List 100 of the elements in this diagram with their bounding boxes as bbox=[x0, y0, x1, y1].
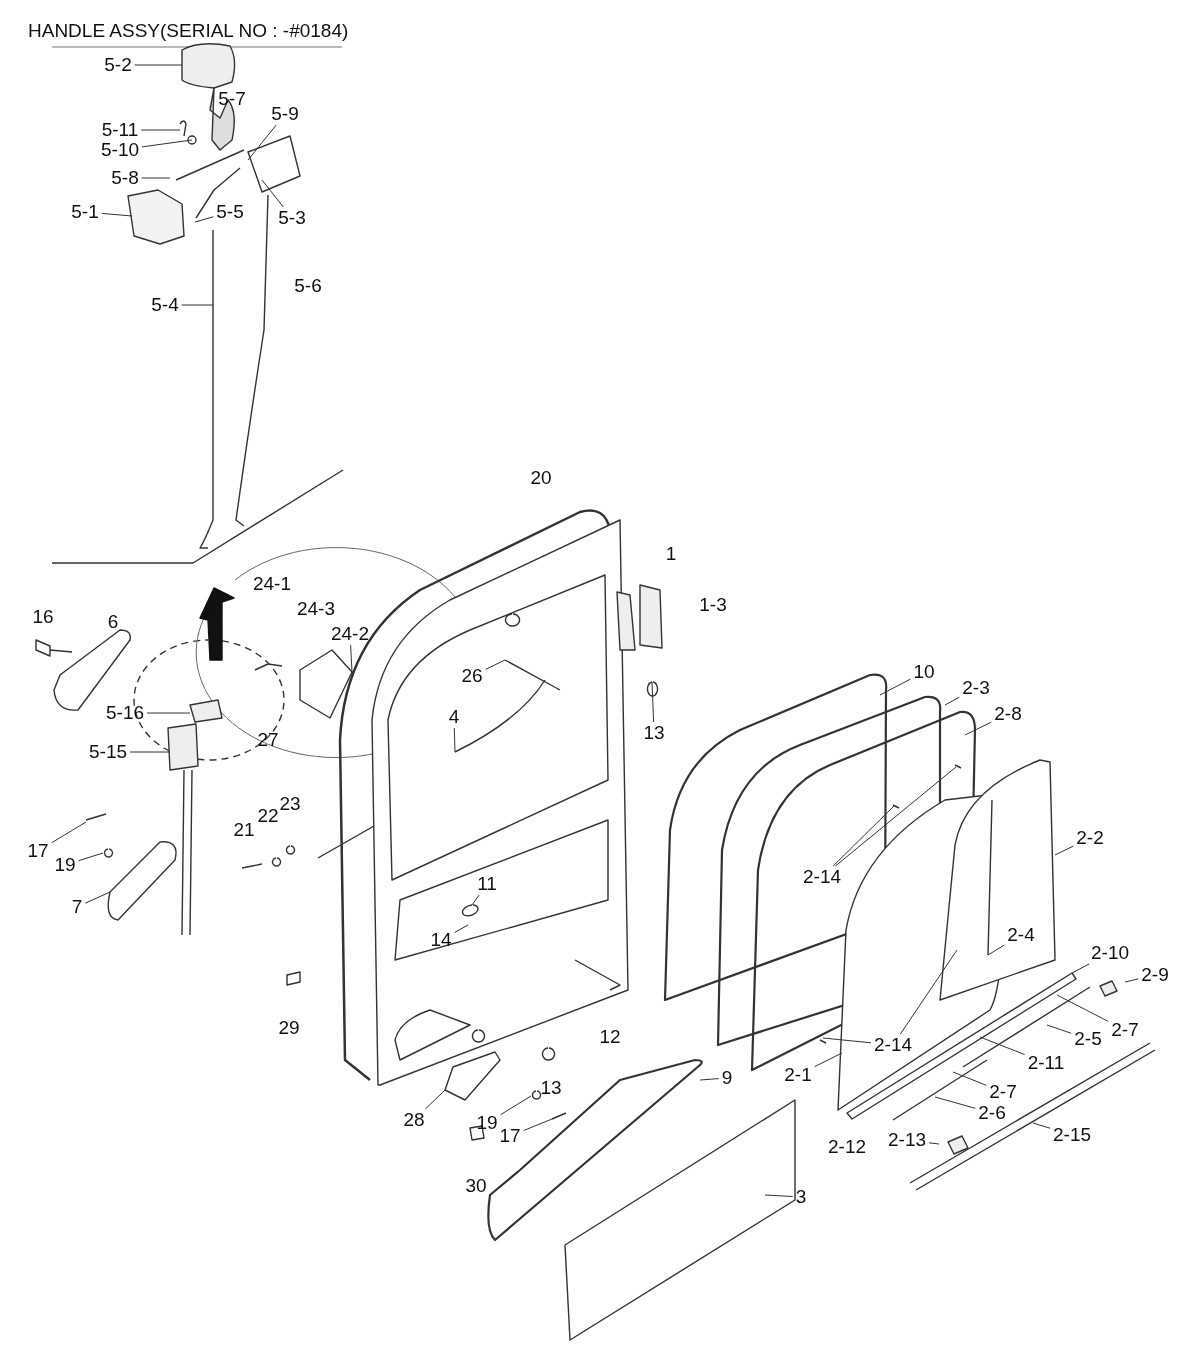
leader-line bbox=[822, 1037, 872, 1044]
callout-number: 24-1 bbox=[253, 574, 291, 594]
leader-line bbox=[78, 852, 104, 862]
leader-line bbox=[1054, 845, 1074, 856]
callout-number: 2-14 bbox=[874, 1035, 912, 1055]
callout-number: 5-8 bbox=[111, 168, 139, 188]
callout-number: 2-11 bbox=[1027, 1053, 1065, 1073]
callout-number: 17 bbox=[27, 841, 49, 861]
callout-number: 9 bbox=[721, 1068, 733, 1088]
callout-number: 1-3 bbox=[699, 595, 727, 615]
leader-line bbox=[1032, 1122, 1051, 1129]
callout-number: 5-1 bbox=[71, 202, 99, 222]
callout-number: 5-6 bbox=[294, 276, 322, 296]
callout-number: 2-6 bbox=[978, 1103, 1006, 1123]
callout-number: 5-2 bbox=[104, 55, 132, 75]
leader-line bbox=[1071, 963, 1090, 974]
leader-line bbox=[523, 1118, 553, 1131]
callout-number: 30 bbox=[465, 1176, 487, 1196]
leader-line bbox=[699, 1078, 720, 1081]
callout-number: 1 bbox=[665, 544, 677, 564]
callout-number: 16 bbox=[32, 607, 54, 627]
callout-number: 12 bbox=[599, 1027, 621, 1047]
callout-number: 19 bbox=[54, 855, 76, 875]
leader-line bbox=[141, 177, 171, 179]
callout-number: 10 bbox=[913, 662, 935, 682]
leader-line bbox=[764, 1194, 794, 1197]
callout-number: 3 bbox=[795, 1187, 807, 1207]
callout-number: 2-5 bbox=[1074, 1029, 1102, 1049]
leader-line bbox=[1124, 978, 1139, 983]
leader-line bbox=[101, 212, 133, 217]
callout-number: 5-16 bbox=[106, 703, 144, 723]
callout-number: 2-13 bbox=[888, 1130, 926, 1150]
callout-number: 2-7 bbox=[989, 1082, 1017, 1102]
callout-number: 2-10 bbox=[1091, 943, 1129, 963]
leader-line bbox=[454, 924, 469, 933]
leader-line bbox=[952, 1071, 987, 1086]
callout-number: 2-1 bbox=[784, 1065, 812, 1085]
callout-number: 2-8 bbox=[994, 704, 1022, 724]
leader-line bbox=[879, 678, 911, 696]
leader-line bbox=[485, 659, 506, 670]
leader-line bbox=[247, 124, 277, 161]
callout-number: 14 bbox=[430, 930, 452, 950]
callout-number: 29 bbox=[278, 1018, 300, 1038]
leader-line bbox=[964, 721, 992, 736]
callout-number: 23 bbox=[279, 794, 301, 814]
leader-line bbox=[129, 751, 171, 753]
callout-number: 19 bbox=[476, 1113, 498, 1133]
callout-number: 27 bbox=[257, 730, 279, 750]
leader-line bbox=[453, 727, 456, 753]
callout-number: 2-9 bbox=[1141, 965, 1169, 985]
callout-number: 2-3 bbox=[962, 678, 990, 698]
callout-number: 21 bbox=[233, 820, 255, 840]
leader-line bbox=[987, 944, 1005, 956]
callout-number: 5-15 bbox=[89, 742, 127, 762]
callout-number: 6 bbox=[107, 612, 119, 632]
callout-number: 5-4 bbox=[151, 295, 179, 315]
callout-number: 13 bbox=[643, 723, 665, 743]
callout-number: 22 bbox=[257, 806, 279, 826]
leader-line bbox=[1056, 994, 1109, 1022]
callout-number: 5-9 bbox=[271, 104, 299, 124]
callout-number: 20 bbox=[530, 468, 552, 488]
leader-line bbox=[140, 129, 181, 131]
callout-number: 24-2 bbox=[331, 624, 369, 644]
leader-line bbox=[146, 712, 191, 714]
title: HANDLE ASSY(SERIAL NO : -#0184) bbox=[28, 20, 349, 42]
leader-line bbox=[832, 804, 896, 867]
leader-line bbox=[350, 644, 353, 673]
callout-number: 26 bbox=[461, 666, 483, 686]
leader-line bbox=[261, 179, 284, 208]
leader-line bbox=[934, 1096, 976, 1109]
callout-number: 5-11 bbox=[101, 120, 139, 140]
callout-number: 7 bbox=[71, 897, 83, 917]
leader-line bbox=[194, 216, 214, 223]
leader-line bbox=[651, 681, 655, 723]
callout-number: 24-3 bbox=[297, 599, 335, 619]
leader-line bbox=[944, 696, 960, 706]
leader-line bbox=[979, 1036, 1026, 1056]
leader-line bbox=[1046, 1024, 1072, 1034]
callout-number: 5-10 bbox=[101, 140, 139, 160]
callout-number: 13 bbox=[540, 1078, 562, 1098]
leader-line bbox=[51, 821, 87, 844]
leader-line bbox=[181, 304, 214, 306]
leader-line bbox=[471, 894, 480, 906]
callout-number: 2-15 bbox=[1053, 1125, 1091, 1145]
callout-number: 5-3 bbox=[278, 208, 306, 228]
leader-line bbox=[928, 1142, 940, 1145]
callout-number: 11 bbox=[477, 874, 497, 894]
callout-number: 5-5 bbox=[216, 202, 244, 222]
leader-line bbox=[424, 1089, 446, 1110]
leader-line bbox=[500, 1095, 532, 1116]
callout-number: 28 bbox=[403, 1110, 425, 1130]
callout-number: 2-12 bbox=[828, 1137, 866, 1157]
leader-line bbox=[899, 949, 958, 1035]
leader-line bbox=[141, 139, 193, 148]
leader-line bbox=[134, 64, 183, 66]
callout-number: 2-2 bbox=[1076, 828, 1104, 848]
callout-number: 2-4 bbox=[1007, 925, 1035, 945]
callout-number: 2-14 bbox=[803, 867, 841, 887]
leader-line bbox=[814, 1052, 843, 1068]
leader-line bbox=[834, 766, 957, 867]
